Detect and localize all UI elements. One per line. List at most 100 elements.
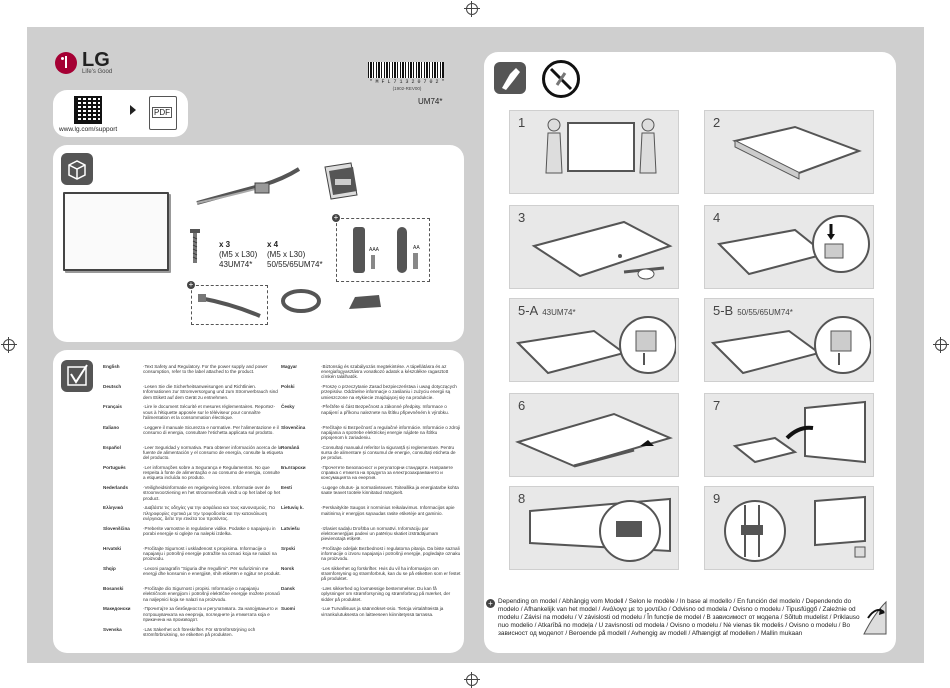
language-text: ·Pročitajte odeljak Bezbednost i regulat… — [321, 545, 461, 562]
registration-mark-top — [464, 1, 480, 17]
arrow-right-icon — [130, 105, 136, 115]
footnote-plus-icon: + — [486, 599, 495, 608]
language-row: Shqip ·Lexoni paragrafin "Siguria dhe rre… — [103, 566, 283, 586]
languages-left-column: English·Text Safety and Regulatory. For … — [103, 364, 283, 649]
language-text: ·Přečtěte si část Bezpečnost a zákonné p… — [321, 404, 449, 415]
step-1-number: 1 — [518, 115, 526, 130]
language-row: Português·Ler informações sobre a Segura… — [103, 465, 283, 485]
language-row: Lietuvių k. ·Perskaitykite Saugos ir norm… — [281, 505, 461, 525]
language-name: Norsk — [281, 566, 295, 571]
language-row: Magyar·Biztonság és szabályozás megtekin… — [281, 364, 461, 384]
language-row: Ελληνικά ·Διαβάστε τις οδηγίες για την ασ… — [103, 505, 283, 525]
language-text: ·Lesen Sie die Sicherheitsanweisungen un… — [143, 384, 278, 400]
language-name: Hrvatski — [103, 545, 122, 551]
cable-holder-image — [281, 289, 321, 313]
language-row: Dansk·Læs sikkerhed og lovmæssige bestem… — [281, 586, 461, 606]
screw-models-1: 43UM74* — [219, 260, 253, 269]
language-text: ·Lexoni paragrafin "Siguria dhe rregulli… — [143, 566, 281, 577]
battery-aaa-label: AAA — [369, 247, 380, 253]
brand-name: LG — [82, 49, 110, 71]
language-text: ·Proszę o przeczytanie Zasad bezpieczeńs… — [321, 384, 457, 400]
language-row: Français·Lire le document Sécurité et me… — [103, 404, 283, 424]
brand-tagline: Life's Good — [82, 69, 113, 75]
model-number: UM74* — [418, 97, 443, 106]
language-text: ·Pročitajte Sigurnost i usklađenost s pr… — [143, 545, 277, 562]
remote-control-image — [353, 227, 365, 273]
registration-mark-left — [1, 337, 17, 353]
screw-icon — [190, 229, 200, 263]
languages-panel: English·Text Safety and Regulatory. For … — [53, 350, 464, 653]
language-name: Slovenščina — [103, 525, 130, 531]
language-text: ·Perskaitykite Saugos ir norminius reika… — [321, 505, 455, 516]
language-text: ·Preberite varnostne in regulativne vidi… — [143, 525, 276, 536]
language-text: ·Consultați manualul referitor la sigura… — [321, 444, 456, 461]
manual-image — [324, 162, 358, 200]
step-5a-number: 5-A — [518, 303, 539, 318]
step-8-illustration — [529, 497, 671, 562]
step-9: 9 — [704, 486, 874, 570]
step-9-number: 9 — [713, 491, 721, 506]
step-2: 2 — [704, 110, 874, 194]
language-name: Français — [103, 404, 122, 410]
step-5a-model: 43UM74* — [542, 308, 576, 317]
barcode-code: (1902-REV00) — [392, 86, 422, 91]
language-text: ·Veiligheidsinformatie en regelgeving le… — [143, 485, 281, 501]
language-row: English·Text Safety and Regulatory. For … — [103, 364, 283, 384]
depending-on-model-note: Depending on model / Abhängig vom Modell… — [498, 598, 860, 637]
screw-size-2: (M5 x L30) — [267, 250, 306, 259]
language-text: ·Διαβάστε τις οδηγίες για την ασφάλεια κ… — [143, 505, 275, 521]
language-row: Suomi·Lue Turvallisuus ja säännökset-osi… — [281, 606, 461, 626]
step-6: 6 — [509, 393, 679, 477]
language-text: ·Leer Seguridad y normativa. Para obtene… — [143, 444, 283, 461]
step-1: 1 — [509, 110, 679, 194]
language-name: Lietuvių k. — [281, 505, 304, 511]
language-name: Español — [103, 444, 121, 450]
language-row: Slovenščina ·Preberite varnostne in regul… — [103, 526, 283, 546]
language-row: Deutsch ·Lesen Sie die Sicherheitsanweisu… — [103, 384, 283, 404]
language-name: Deutsch — [103, 384, 122, 390]
clip-image — [349, 295, 381, 309]
language-name: Nederlands — [103, 485, 129, 491]
barcode — [368, 62, 444, 78]
support-url[interactable]: www.lg.com/support — [59, 126, 118, 133]
language-text: ·Læs sikkerhed og lovmæssige bestemmelse… — [321, 586, 451, 602]
gloves-icon — [494, 62, 526, 94]
qr-code[interactable] — [74, 96, 102, 124]
language-row: Svenska·Läs Säkerhet och föreskrifter. F… — [103, 627, 283, 647]
screw-count-2: x 4 — [267, 240, 279, 249]
language-text: ·Прочитајте за безбедноста и регулативат… — [143, 606, 278, 622]
step-3-illustration — [531, 220, 673, 280]
box-icon — [61, 153, 93, 185]
step-5b-model: 50/55/65UM74* — [737, 308, 793, 317]
optional-plus-icon-2: + — [187, 280, 195, 289]
step-4-number: 4 — [713, 210, 721, 225]
step-3-number: 3 — [518, 210, 526, 225]
pdf-icon[interactable]: PDF — [149, 96, 177, 130]
language-name: Ελληνικά — [103, 505, 124, 511]
language-text: ·Prečítajte si Bezpečnosť a regulačné in… — [321, 424, 461, 440]
language-name: Slovenčina — [281, 424, 306, 430]
optional-remotes-box: + AAA AA — [332, 214, 430, 282]
language-row: Srpski ·Pročitajte odeljak Bezbednost i r… — [281, 546, 461, 566]
tv-panel-image — [63, 192, 169, 271]
language-name: Srpski — [281, 545, 296, 551]
language-row: Italiano·Leggere il manuale Sicurezza e … — [103, 425, 283, 445]
language-text: ·Прочетете Безопасност и регулаторни ста… — [321, 465, 453, 481]
languages-right-column: Magyar·Biztonság és szabályozás megtekin… — [281, 364, 461, 649]
language-text: ·Ler informações sobre a Segurança e Reg… — [143, 465, 280, 481]
screw-models-2: 50/55/65UM74* — [267, 260, 323, 269]
language-text: ·Izlasiet sadaļu Drošība un normatīvi. I… — [321, 525, 439, 541]
optional-plus-icon: + — [332, 213, 340, 222]
language-name: Македонски — [103, 606, 131, 612]
language-text: ·Pročitajte dio Sigurnost i propisi. Inf… — [143, 586, 281, 602]
step-8-number: 8 — [518, 491, 526, 506]
language-text: ·Leggere il manuale Sicurezza e normativ… — [143, 424, 279, 435]
language-row: Polski·Proszę o przeczytanie Zasad bezpi… — [281, 384, 461, 404]
language-name: Bosanski — [103, 586, 124, 592]
step-8: 8 — [509, 486, 679, 570]
language-row: Latviešu·Izlasiet sadaļu Drošība un norm… — [281, 526, 461, 546]
language-name: Shqip — [103, 566, 116, 571]
language-row: Español ·Leer Seguridad y normativa. Para… — [103, 445, 283, 465]
language-row: Hrvatski ·Pročitajte Sigurnost i usklađen… — [103, 546, 283, 566]
